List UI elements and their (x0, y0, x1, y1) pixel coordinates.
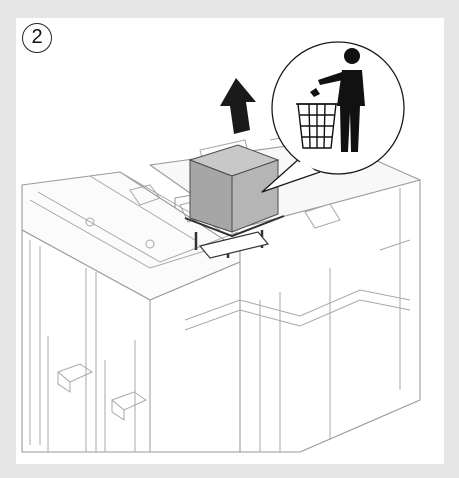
step-number-badge: 2 (22, 23, 52, 53)
up-arrow-icon (220, 78, 256, 134)
machine-detail-lines (29, 131, 411, 452)
dispose-in-bin-icon (296, 48, 365, 152)
waste-bin-icon (296, 103, 338, 149)
falling-item-icon (310, 88, 320, 97)
toner-box (184, 144, 285, 259)
person-icon (318, 48, 365, 152)
callout-bubble (261, 41, 405, 193)
